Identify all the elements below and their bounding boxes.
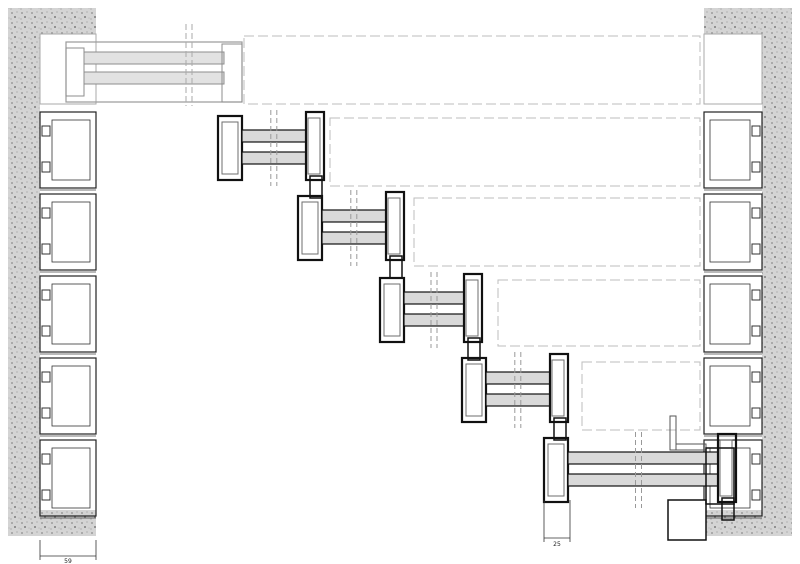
dimension-right-label: 25 <box>553 541 561 548</box>
ghost-panel-outlines <box>243 35 701 431</box>
sliding-panel <box>542 432 738 521</box>
top-frame-right <box>703 33 763 105</box>
ghost-outline <box>413 197 701 267</box>
top-panel-grey <box>65 24 243 106</box>
dimension-left: 59 <box>39 540 97 564</box>
frame-profile <box>703 275 763 355</box>
frame-profile <box>703 111 763 191</box>
frame-profile <box>703 357 763 437</box>
ghost-outline <box>329 117 701 187</box>
sliding-panel <box>216 110 326 199</box>
frame-profile <box>39 357 97 437</box>
sliding-panel <box>378 272 484 361</box>
ghost-outline <box>581 361 701 431</box>
sliding-panel <box>296 190 406 279</box>
left-frame-stack <box>39 33 97 519</box>
sliding-panel-sequence <box>216 110 738 521</box>
top-frame-left <box>39 33 97 105</box>
ghost-outline <box>497 279 701 347</box>
ghost-outline <box>243 35 701 105</box>
frame-profile <box>39 193 97 273</box>
dimension-left-label: 59 <box>64 558 72 564</box>
right-wall <box>704 8 792 536</box>
frame-profile <box>39 439 97 519</box>
left-wall <box>8 8 96 536</box>
right-frame-stack <box>703 33 763 519</box>
frame-profile <box>39 111 97 191</box>
sliding-panel <box>460 352 570 441</box>
dimension-right: 25 <box>543 500 571 548</box>
bottom-fixed-unit <box>667 415 735 541</box>
frame-profile <box>39 275 97 355</box>
frame-profile <box>703 193 763 273</box>
